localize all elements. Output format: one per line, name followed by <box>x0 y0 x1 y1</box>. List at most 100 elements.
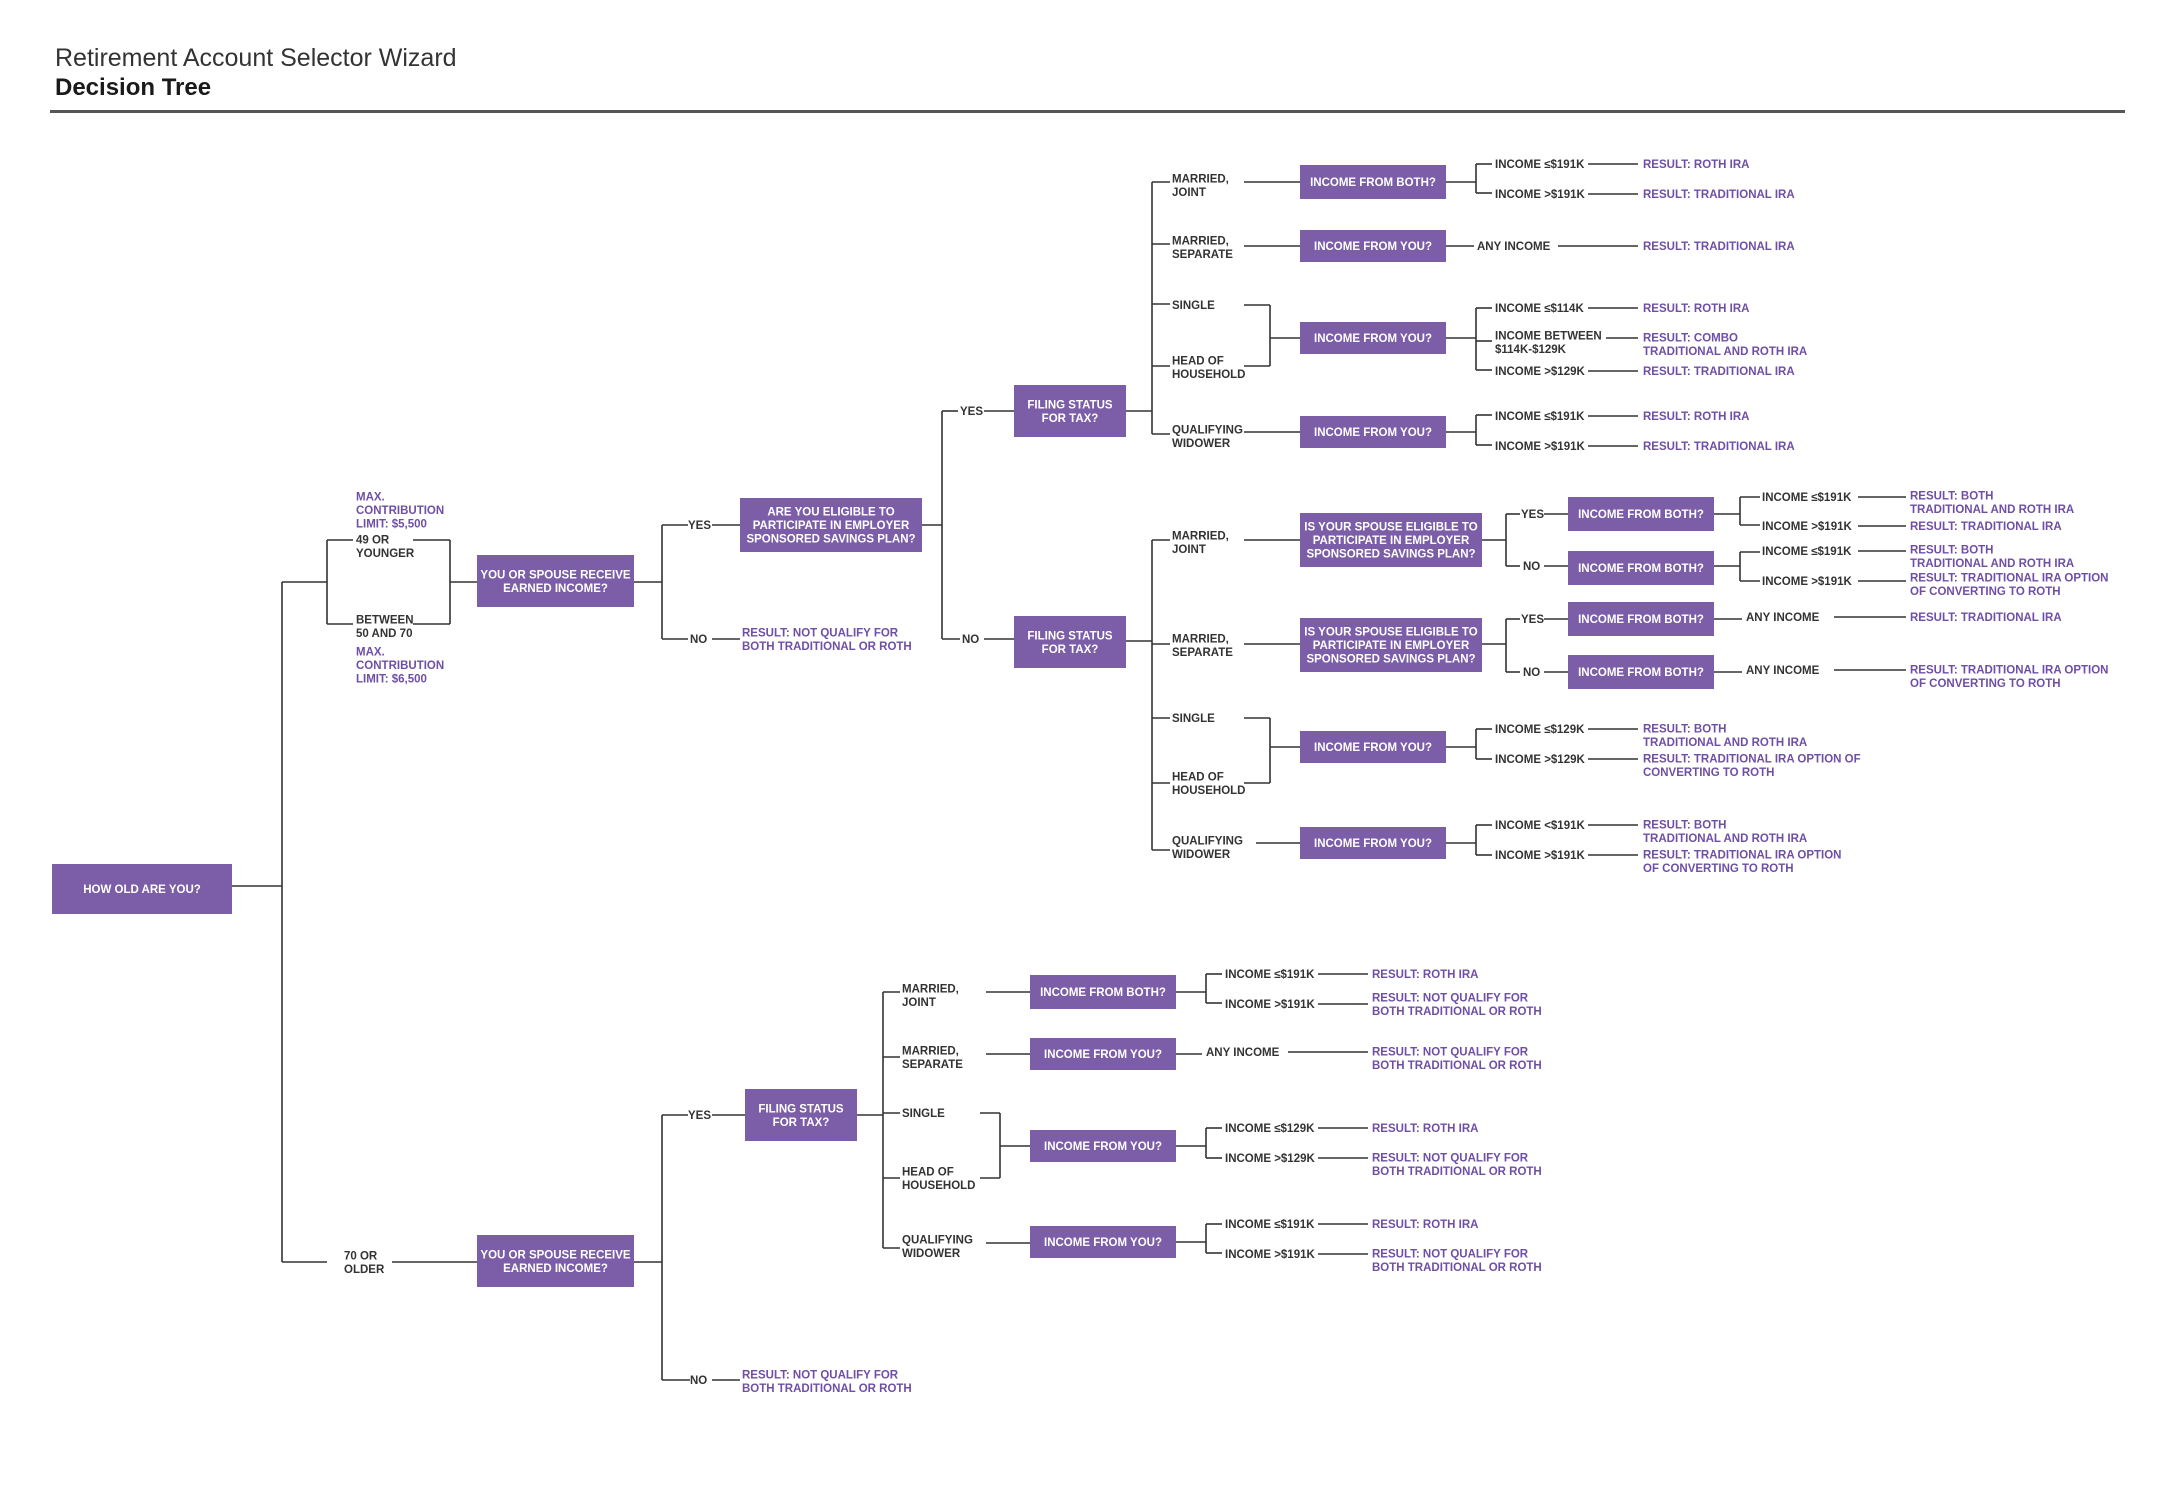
result-label: RESULT: TRADITIONAL IRA <box>1643 366 1795 378</box>
decision-box <box>740 498 922 552</box>
branch-label: INCOME >$129K <box>1495 754 1585 766</box>
decision-box-label: INCOME FROM YOU? <box>1044 1049 1162 1061</box>
decision-box-label: INCOME FROM BOTH? <box>1578 667 1704 679</box>
decision-box-label: INCOME FROM BOTH? <box>1578 614 1704 626</box>
decision-box-label: INCOME FROM BOTH? <box>1578 563 1704 575</box>
branch-label: MARRIED,JOINT <box>1172 530 1229 556</box>
branch-label: NO <box>962 634 979 646</box>
branch-label: INCOME <$191K <box>1495 820 1585 832</box>
result-label: RESULT: TRADITIONAL IRA <box>1643 189 1795 201</box>
result-label: RESULT: TRADITIONAL IRA <box>1910 521 2062 533</box>
result-label: RESULT: ROTH IRA <box>1372 1219 1478 1231</box>
branch-label: ANY INCOME <box>1746 665 1820 677</box>
branch-label: INCOME ≤$114K <box>1495 303 1584 315</box>
branch-label: INCOME >$129K <box>1225 1153 1315 1165</box>
decision-box-label: INCOME FROM YOU? <box>1314 333 1432 345</box>
decision-box <box>1300 322 1446 354</box>
branch-label: INCOME >$191K <box>1225 1249 1315 1261</box>
result-label: RESULT: TRADITIONAL IRA <box>1910 612 2062 624</box>
branch-label: INCOME >$191K <box>1762 521 1852 533</box>
decision-box-label: INCOME FROM YOU? <box>1314 427 1432 439</box>
diagram-subtitle: Retirement Account Selector Wizard <box>55 44 457 72</box>
branch-label: NO <box>690 634 707 646</box>
decision-box-label: INCOME FROM BOTH? <box>1578 509 1704 521</box>
branch-label: INCOME >$191K <box>1225 999 1315 1011</box>
decision-box-label: INCOME FROM YOU? <box>1314 742 1432 754</box>
branch-label: MARRIED,JOINT <box>902 983 959 1009</box>
decision-box <box>1030 1226 1176 1258</box>
decision-box-label: INCOME FROM YOU? <box>1314 838 1432 850</box>
branch-label: SINGLE <box>1172 300 1215 312</box>
branch-label: INCOME ≤$191K <box>1762 546 1852 558</box>
decision-box <box>1030 1038 1176 1070</box>
decision-box <box>1300 416 1446 448</box>
decision-box-label: HOW OLD ARE YOU? <box>83 884 201 896</box>
result-label: RESULT: ROTH IRA <box>1372 969 1478 981</box>
branch-label: INCOME ≤$191K <box>1495 411 1585 423</box>
branch-label: INCOME ≤$129K <box>1495 724 1585 736</box>
branch-label: INCOME ≤$191K <box>1495 159 1585 171</box>
branch-label: SINGLE <box>902 1108 945 1120</box>
decision-box <box>745 1089 857 1141</box>
branch-label: INCOME ≤$191K <box>1225 969 1315 981</box>
decision-box-label: INCOME FROM YOU? <box>1044 1141 1162 1153</box>
decision-box <box>1568 497 1714 531</box>
branch-label: NO <box>690 1375 707 1387</box>
result-label: RESULT: ROTH IRA <box>1643 303 1749 315</box>
decision-box <box>1300 731 1446 763</box>
branch-label: MARRIED,SEPARATE <box>1172 633 1233 659</box>
branch-label: NO <box>1523 561 1540 573</box>
branch-label: YES <box>688 520 711 532</box>
branch-label: MARRIED,JOINT <box>1172 173 1229 199</box>
branch-label: INCOME ≤$191K <box>1762 492 1852 504</box>
decision-box <box>1014 616 1126 668</box>
decision-box <box>1568 551 1714 585</box>
branch-label: ANY INCOME <box>1746 612 1820 624</box>
branch-label: INCOME >$191K <box>1495 441 1585 453</box>
branch-label: INCOME >$129K <box>1495 366 1585 378</box>
result-label: RESULT: TRADITIONAL IRA <box>1643 441 1795 453</box>
branch-label: INCOME ≤$191K <box>1225 1219 1315 1231</box>
decision-box <box>52 864 232 914</box>
result-label: RESULT: ROTH IRA <box>1643 159 1749 171</box>
branch-label: MARRIED,SEPARATE <box>902 1045 963 1071</box>
decision-box <box>1300 827 1446 859</box>
decision-box-label: INCOME FROM YOU? <box>1314 241 1432 253</box>
decision-box <box>1030 1130 1176 1162</box>
branch-label: YES <box>688 1110 711 1122</box>
branch-label: INCOME >$191K <box>1495 189 1585 201</box>
branch-label: INCOME ≤$129K <box>1225 1123 1315 1135</box>
decision-box <box>1568 602 1714 636</box>
decision-box-label: INCOME FROM BOTH? <box>1310 177 1436 189</box>
branch-label: INCOME BETWEEN$114K-$129K <box>1495 330 1602 356</box>
decision-box <box>1568 655 1714 689</box>
decision-box <box>1300 230 1446 262</box>
